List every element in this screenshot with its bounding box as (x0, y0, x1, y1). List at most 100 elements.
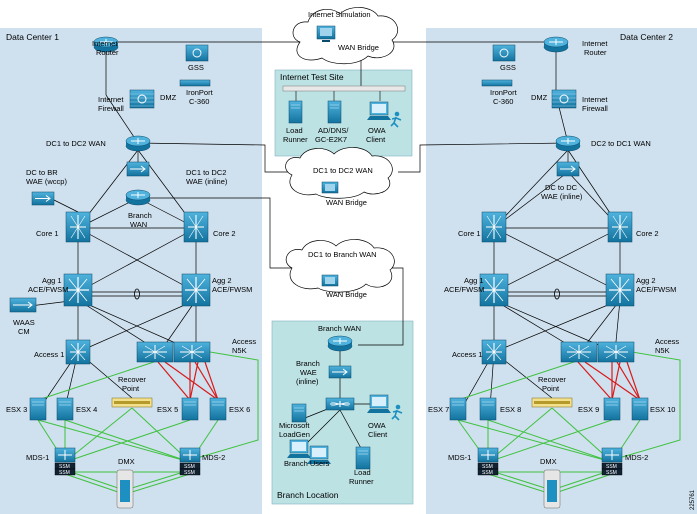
dc2-n5k-label-2: N5K (655, 346, 670, 355)
test-ad-label-2: GC-E2K7 (315, 135, 347, 144)
dc1-gss (185, 44, 209, 62)
dc1-dmx (116, 469, 134, 509)
branch-loadrunner (355, 446, 371, 470)
dc1-mds1-label: MDS-1 (26, 453, 49, 462)
test-owa-client (367, 101, 391, 120)
dc1-firewall-label-1: Internet (98, 95, 124, 104)
dc2-agg2-label-1: Agg 2 (636, 276, 656, 285)
dc1-internet-router (93, 36, 119, 53)
dc1-esx4 (56, 397, 74, 421)
ssm-label: SSM (59, 470, 70, 476)
test-owa-label-2: Client (366, 135, 386, 144)
dc2-esx8-label: ESX 8 (500, 405, 521, 414)
dc2-gss-label: GSS (500, 63, 516, 72)
dc1-ironport (179, 79, 211, 87)
dc1-waas-label-2: CM (18, 327, 30, 336)
dc1-agg1-label-1: Agg 1 (42, 276, 62, 285)
dc1-wan-router (125, 135, 151, 152)
dc2-esx8 (479, 397, 497, 421)
branch-owa-user-icon (391, 404, 403, 421)
dc1-esx6-label: ESX 6 (229, 405, 250, 414)
dc1-branch-wan-router (125, 189, 151, 206)
test-owa-user-icon (390, 111, 402, 128)
ssm-label: SSM (184, 470, 195, 476)
dc1-agg2-label-2: ACE/FWSM (212, 285, 252, 294)
dc2-wan-router (555, 135, 581, 152)
cloud-label-dc1-branch: DC1 to Branch WAN (308, 250, 377, 259)
dc2-n5k-label-1: Access (655, 337, 679, 346)
dc2-core2-label: Core 2 (636, 229, 659, 238)
dc1-core2-label: Core 2 (213, 229, 236, 238)
dc1-agg1-label-2: ACE/FWSM (28, 285, 68, 294)
dc1-n5k-b (173, 341, 211, 363)
dc2-zone (426, 28, 697, 514)
dc1-red-cables (157, 361, 219, 401)
ssm-label: SSM (606, 470, 617, 476)
dc2-esx7 (449, 397, 467, 421)
branch-loadgen-label-2: LoadGen (279, 430, 310, 439)
branch-location-title: Branch Location (277, 490, 339, 500)
cloud-label-dc1-dc2: DC1 to DC2 WAN (313, 166, 373, 175)
dc2-agg1-label-2: ACE/FWSM (444, 285, 484, 294)
dc2-esx10 (631, 397, 649, 421)
dc2-esx7-label: ESX 7 (428, 405, 449, 414)
branch-loadgen (291, 403, 307, 423)
dc2-dmz-label: DMZ (531, 93, 548, 102)
dc1-esx5 (181, 397, 199, 421)
dc1-ironport-label-2: C-360 (189, 97, 209, 106)
dc1-core2 (183, 211, 209, 243)
branch-wan-label: Branch WAN (318, 324, 361, 333)
cloud-sub-internet-sim: WAN Bridge (338, 43, 379, 52)
branch-users-label: Branch Users (284, 459, 330, 468)
ssm-label: SSM (606, 464, 617, 470)
dc1-n5k-label-1: Access (232, 337, 256, 346)
dc1-firewall-label-2: Firewall (98, 104, 124, 113)
dc2-core2 (607, 211, 633, 243)
dc1-access1-label: Access 1 (34, 350, 64, 359)
dc1-core1 (65, 211, 91, 243)
cloud-sub-dc1-dc2: WAN Bridge (326, 198, 367, 207)
cloud-internet-simulation (292, 7, 398, 65)
dc1-br-wae (31, 191, 55, 206)
dc2-esx10-label: ESX 10 (650, 405, 675, 414)
dc1-agg2-label-1: Agg 2 (212, 276, 232, 285)
branch-switch (325, 397, 355, 411)
ssm-label: SSM (59, 464, 70, 470)
cloud-sub-dc1-branch: WAN Bridge (326, 290, 367, 299)
dc2-agg1-label-1: Agg 1 (464, 276, 484, 285)
wan-bridge-icon (316, 25, 336, 42)
dc2-links (461, 50, 621, 409)
dc1-port-channel (134, 288, 140, 300)
test-site-bus (282, 85, 406, 92)
test-site-title: Internet Test Site (280, 72, 344, 82)
dc1-esx3 (29, 397, 47, 421)
cloud-dc1-branch-wan (285, 239, 395, 293)
ssm-label: SSM (482, 470, 493, 476)
dc1-waas-cm (9, 297, 37, 313)
dc2-dmx-label: DMX (540, 457, 557, 466)
dc1-esx5-label: ESX 5 (157, 405, 178, 414)
dc2-internet-router-label-1: Internet (582, 39, 608, 48)
test-loadrunner (288, 100, 303, 124)
dc2-mds2-label: MDS-2 (625, 453, 648, 462)
figure-id: 225761 (690, 489, 696, 510)
wan-bridge-icon (321, 181, 339, 194)
dc1-dc2-wae (126, 161, 150, 177)
dc2-red-cables (577, 361, 641, 401)
dc1-wan-router-label: DC1 to DC2 WAN (46, 139, 106, 148)
dc1-n5k-label-2: N5K (232, 346, 247, 355)
dc2-core1 (481, 211, 507, 243)
dc1-br-wae-label-2: WAE (wccp) (26, 177, 67, 186)
dc2-recover-label-1: Recover (538, 375, 566, 384)
dc2-esx9-label: ESX 9 (578, 405, 599, 414)
dc2-core1-label: Core 1 (458, 229, 481, 238)
branch-owa-label-1: OWA (368, 421, 386, 430)
dc1-esx3-label: ESX 3 (6, 405, 27, 414)
dc2-green-cables (457, 351, 681, 493)
dc2-recover-point (531, 397, 573, 408)
dc1-agg2 (181, 273, 211, 307)
dc1-internet-firewall (129, 89, 155, 109)
